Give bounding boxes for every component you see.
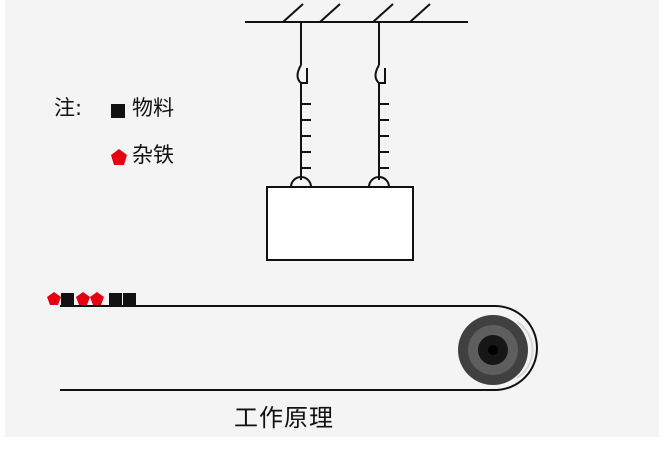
pulley-highlight	[516, 321, 534, 379]
belt-iron-piece	[47, 292, 61, 305]
legend-iron-marker	[111, 149, 127, 165]
roller-pulley	[458, 315, 534, 385]
belt-material-piece	[61, 293, 74, 306]
belt-material-piece	[123, 293, 136, 306]
ceiling-hatch	[282, 3, 304, 23]
legend-note-label: 注:	[54, 96, 83, 120]
ceiling-hatch	[372, 3, 394, 23]
legend-iron-label: 杂铁	[132, 143, 174, 167]
diagram-stage: 注: 物料 杂铁 工作原理	[5, 0, 659, 437]
belt-material-piece	[109, 293, 122, 306]
belt-iron-piece	[90, 292, 104, 305]
ceiling-hatch	[409, 3, 431, 23]
belt-iron-piece	[76, 292, 90, 305]
legend-material-label: 物料	[132, 96, 174, 120]
magnetic-separator-box	[266, 186, 414, 261]
left-lifting-eye	[290, 176, 312, 188]
right-lifting-eye	[368, 176, 390, 188]
right-suspension	[368, 22, 390, 188]
diagram-drawing	[47, 3, 538, 391]
belt-end-curve	[494, 305, 538, 391]
conveyor-belt	[60, 305, 538, 391]
legend-material-marker	[111, 104, 125, 118]
pulley-axle	[488, 345, 498, 355]
left-suspension	[290, 22, 312, 188]
ceiling-hatch	[319, 3, 341, 23]
ceiling	[245, 3, 468, 23]
right-hook	[374, 64, 386, 84]
diagram-caption: 工作原理	[234, 404, 334, 432]
left-hook	[296, 64, 308, 84]
